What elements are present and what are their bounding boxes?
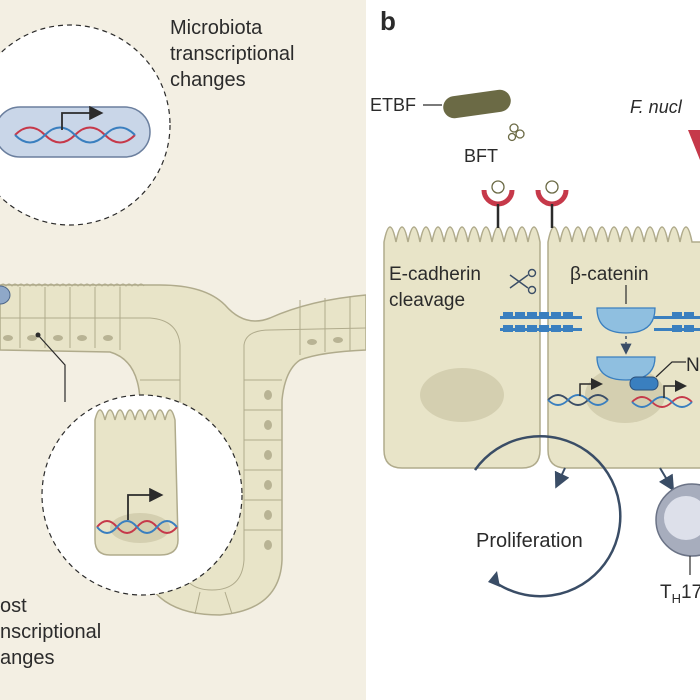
host-zoom-circle — [41, 394, 243, 596]
dna-helix-icon — [631, 396, 693, 408]
transcription-arrow-icon — [127, 487, 164, 520]
etbf-bacterium-icon — [443, 89, 511, 119]
th17-label: TH17 — [660, 582, 700, 606]
proliferation-label: Proliferation — [476, 530, 583, 552]
beta-catenin-nuclear-icon — [596, 356, 656, 381]
bft-label: BFT — [464, 146, 498, 166]
f-nucleatum-label: F. nucl — [630, 97, 683, 117]
epithelial-cell-left — [383, 226, 541, 469]
bacterium-icon — [0, 285, 11, 305]
f-nucleatum-bacterium-icon — [688, 130, 700, 160]
bft-toxin-icon — [507, 123, 525, 142]
e-cadherin-label: E-cadherin cleavage — [389, 264, 486, 311]
microbiota-zoom-circle — [0, 24, 171, 226]
cycle-arrow-icon — [473, 434, 622, 598]
dna-helix-icon — [14, 126, 136, 144]
nucleus-tag-label: N — [686, 355, 700, 376]
receptor-icon — [481, 180, 515, 228]
transcription-arrow-icon — [61, 105, 104, 130]
panel-a: Microbiota transcriptional changes ost n… — [0, 0, 366, 700]
panel-letter-b: b — [380, 6, 396, 36]
dna-helix-icon — [547, 394, 609, 406]
scissors-icon — [509, 268, 537, 295]
pointer-line — [37, 334, 66, 402]
nucleus — [420, 368, 504, 422]
receptor-icon — [535, 180, 569, 228]
host-label: ost nscriptional anges — [0, 595, 107, 669]
panel-b: b ETBF F. nucl BFT — [370, 6, 700, 606]
beta-catenin-membrane-icon — [596, 307, 656, 334]
dna-helix-icon — [96, 520, 178, 534]
nuclear-factor-icon — [629, 376, 659, 391]
transcription-arrow-icon — [663, 380, 687, 398]
etbf-label: ETBF — [370, 95, 416, 115]
adherens-junction — [500, 312, 700, 332]
t-cell-icon — [655, 483, 700, 557]
beta-catenin-label: β-catenin — [570, 264, 649, 285]
bacterium-icon — [0, 106, 151, 158]
microbiota-label: Microbiota transcriptional changes — [170, 17, 300, 91]
transcription-arrow-icon — [579, 378, 603, 396]
